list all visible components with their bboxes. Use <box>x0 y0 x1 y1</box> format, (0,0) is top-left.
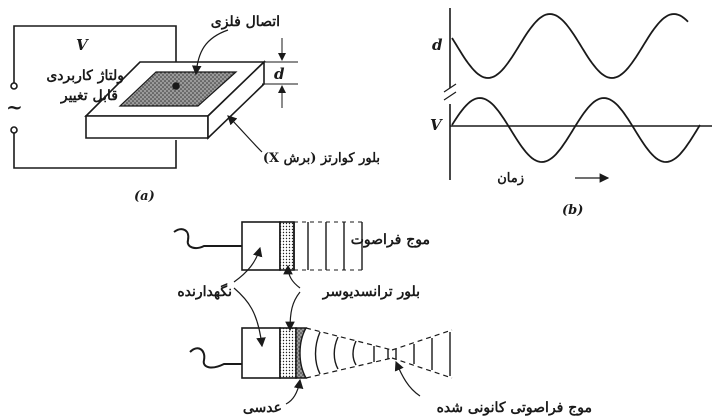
terminal-top <box>10 82 18 90</box>
applied-voltage-line2: قابل تغییر <box>60 88 118 104</box>
thickness-symbol: d <box>274 65 285 83</box>
d-waveform <box>451 13 689 79</box>
leader-crystal-bottom <box>285 291 301 332</box>
curved-front-3 <box>352 340 357 366</box>
v-symbol: V <box>430 116 443 134</box>
terminal-bottom <box>10 126 18 134</box>
circuit-wire-bottom <box>13 130 177 169</box>
applied-voltage-line1: ولتاژ کاربردی <box>46 68 124 84</box>
d-symbol: d <box>432 36 443 54</box>
top-transducer-crystal <box>279 221 295 271</box>
axis-break <box>443 83 457 101</box>
panel-b <box>443 8 712 183</box>
metal-contact-label: اتصال فلزی <box>211 14 280 30</box>
leader-focused-wave <box>394 360 421 397</box>
panel-a <box>10 25 298 169</box>
bottom-cable <box>189 347 242 369</box>
circuit-wire-top <box>13 25 177 86</box>
panel-a-label: (a) <box>134 189 155 204</box>
ac-symbol: ~ <box>6 95 23 119</box>
diverging-edge-bottom <box>391 357 453 379</box>
converging-edge-bottom <box>305 357 393 379</box>
leader-lens <box>285 378 304 405</box>
contact-point <box>172 82 180 90</box>
lens-label: عدسی <box>243 400 282 416</box>
panel-c <box>173 221 453 405</box>
holders-label: نگهدارنده <box>177 283 232 300</box>
acoustic-lens <box>295 327 308 379</box>
diverging-edge-top <box>391 329 453 351</box>
top-cable <box>173 228 242 249</box>
leader-quartz <box>227 115 263 153</box>
bottom-transducer-crystal <box>279 327 297 379</box>
voltage-symbol: V <box>76 36 89 54</box>
top-holder <box>241 221 281 271</box>
curved-front-2 <box>333 336 339 370</box>
leader-holder-bottom <box>233 287 266 348</box>
leader-crystal-top <box>283 264 301 289</box>
transducer-crystal-label: بلور ترانسدیوسر <box>322 284 420 300</box>
curved-front-1 <box>314 331 321 375</box>
leader-holder-top <box>233 246 263 283</box>
panel-b-label: (b) <box>562 203 583 218</box>
time-label: زمان <box>497 171 524 186</box>
crystal-front-face <box>85 115 209 139</box>
converging-edge-top <box>305 327 393 351</box>
quartz-crystal-label: بلور کوارتز (برش X) <box>263 151 380 166</box>
v-waveform <box>451 97 701 163</box>
leader-metal-contact <box>191 29 229 76</box>
ultrasonic-wave-label: موج فراصوت <box>351 232 430 248</box>
focused-wave-label: موج فراصوتی کانونی شده <box>437 400 592 416</box>
